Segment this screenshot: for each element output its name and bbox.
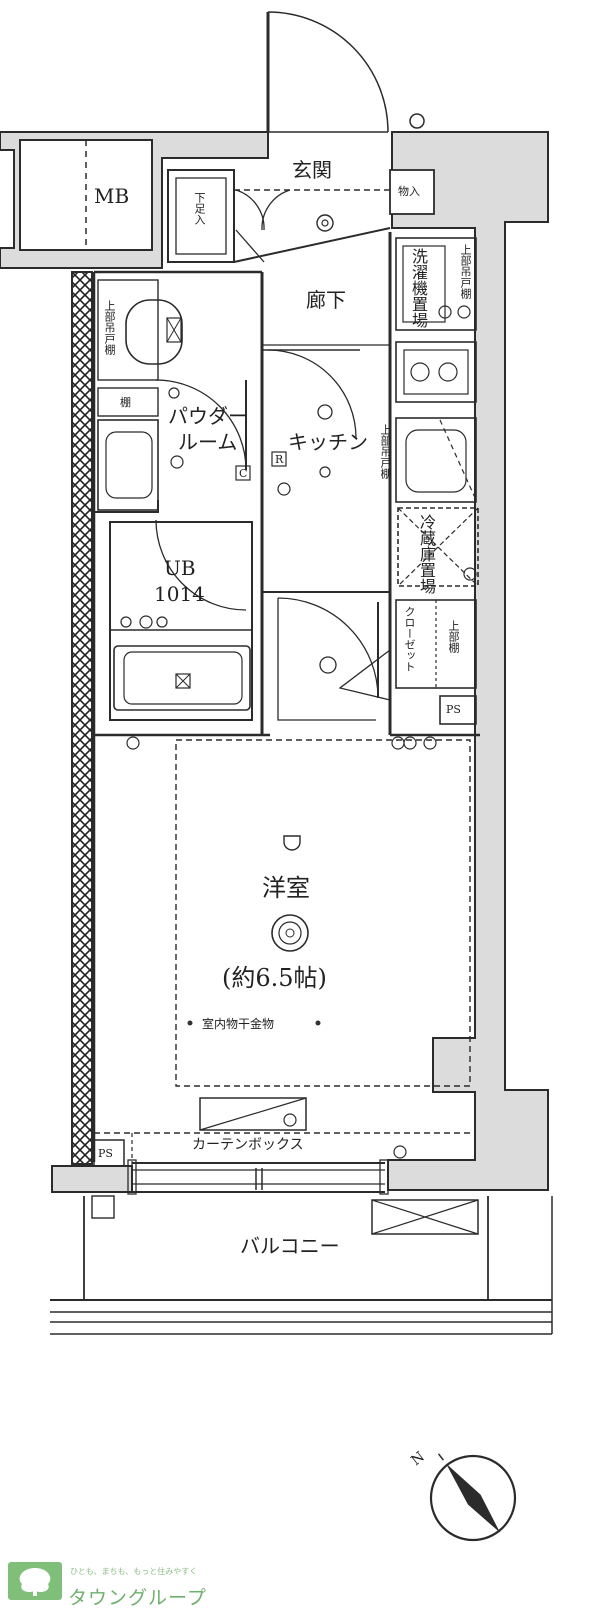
upper-shelf-b-label: 上部吊戸棚 — [103, 300, 116, 355]
monoire-label: 物入 — [398, 185, 420, 198]
western-room-label: 洋室 — [262, 874, 310, 902]
washer-space-label: 洗濯機置場 — [409, 248, 428, 328]
compass — [429, 1453, 517, 1542]
balcony-window — [127, 1159, 389, 1195]
balcony — [50, 1195, 553, 1335]
curtain-box-label: カーテンボックス — [192, 1137, 304, 1153]
structural-wall — [71, 271, 93, 1165]
upper-shelf-c-label: 上部吊戸棚 — [379, 424, 392, 479]
brand-tagline: ひとも、まちも、もっと住みやすく — [70, 1567, 198, 1576]
switch-r: R — [275, 453, 284, 466]
ub-label-1: UB — [164, 556, 196, 580]
closet-label: クローゼット — [403, 606, 416, 672]
unit-bath — [109, 521, 253, 721]
balcony-label: バルコニー — [240, 1234, 340, 1258]
western-room-outline — [175, 739, 471, 1087]
ps-label-1: PS — [446, 703, 461, 716]
powder-room-label-2: ルーム — [178, 430, 238, 454]
switch-c: C — [239, 467, 248, 480]
fridge-space-label: 冷蔵庫置場 — [417, 514, 436, 594]
brand-logo-icon — [8, 1562, 62, 1600]
kitchen-label: キッチン — [288, 430, 368, 454]
ps-label-2: PS — [98, 1147, 113, 1160]
shoe-shelf-label: 棚 — [120, 396, 131, 409]
powder-room-label-1: パウダー — [168, 404, 248, 428]
brand-name: タウングループ — [68, 1587, 207, 1609]
upper-shelf-d-label: 上部棚 — [447, 620, 460, 653]
shitabako-label: 下足入 — [193, 192, 206, 225]
upper-shelf-a-label: 上部吊戸棚 — [459, 244, 472, 299]
roka-label: 廊下 — [306, 288, 346, 312]
western-room-size: (約6.5帖) — [222, 964, 327, 992]
mb-label: MB — [94, 184, 130, 208]
indoor-drying-label: 室内物干金物 — [202, 1017, 275, 1031]
ub-label-2: 1014 — [154, 582, 205, 606]
genkan-label: 玄関 — [292, 158, 332, 182]
entrance-door — [266, 11, 389, 133]
